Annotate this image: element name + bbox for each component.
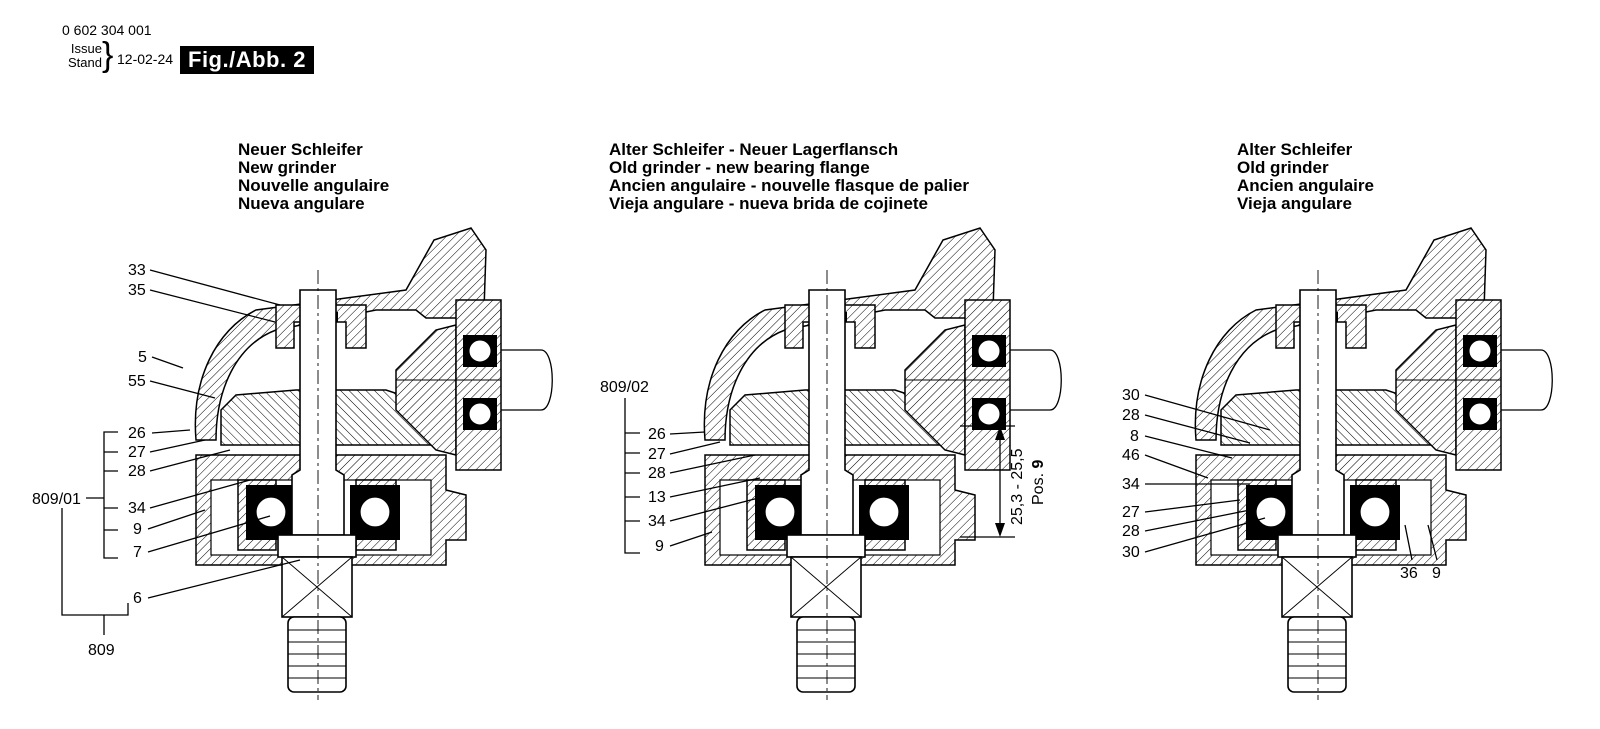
panel-2-title-line: Ancien angulaire - nouvelle flasque de p… [609,176,969,195]
panel-3-title-line: Vieja angulare [1237,194,1352,213]
dimension-note: Pos. 9 [1030,460,1047,505]
dimension-note-prefix: Pos. [1030,473,1047,505]
callout: 34 [648,513,666,530]
callout: 809/02 [600,379,649,396]
callout: 30 [1122,387,1140,404]
issue-label: Issue [70,41,102,56]
callout: 34 [1122,476,1140,493]
callout: 9 [1432,565,1441,582]
callout: 27 [648,446,666,463]
callout: 34 [128,500,146,517]
assembly-new-grinder [194,227,554,701]
issue-date: 12-02-24 [117,51,174,67]
panel-1-title-line: Neuer Schleifer [238,140,363,159]
callout: 28 [1122,407,1140,424]
callout: 28 [1122,523,1140,540]
callout: 7 [133,544,142,561]
panel-3-callouts: 30 28 8 46 34 27 28 30 36 9 [1122,387,1441,582]
panel-1-title-line: Nouvelle angulaire [238,176,390,195]
stand-label: Stand [68,55,102,70]
issue-stand-label: Issue Stand [62,42,102,70]
callout: 36 [1400,565,1418,582]
panel-2-title: Alter Schleifer - Neuer Lagerflansch Old… [609,141,969,213]
panel-1-title-line: Nueva angulare [238,194,365,213]
callout: 55 [128,373,146,390]
panel-2-title-line: Alter Schleifer - Neuer Lagerflansch [609,140,899,159]
assembly-old-grinder-new-flange [703,227,1063,701]
dimension-value: 25,3 - 25,5 [1009,448,1026,525]
dimension-note-pos: 9 [1030,460,1047,469]
callout: 5 [138,349,147,366]
brace: } [102,36,114,74]
callout: 30 [1122,544,1140,561]
callout: 809/01 [32,491,81,508]
callout: 809 [88,642,115,659]
panel-2-callouts: 809/02 26 27 28 13 34 9 25,3 - 25,5 Pos.… [600,379,1047,555]
callout: 26 [648,426,666,443]
figure-label: Fig./Abb. 2 [180,46,314,74]
callout: 6 [133,590,142,607]
callout: 8 [1130,428,1139,445]
callout: 28 [128,463,146,480]
callout: 9 [655,538,664,555]
callout: 26 [128,425,146,442]
panel-3-title-line: Ancien angulaire [1237,176,1374,195]
callout: 33 [128,262,146,279]
panel-2-title-line: Vieja angulare - nueva brida de cojinete [609,194,929,213]
panel-1-callouts: 33 35 5 55 26 27 28 809/01 34 9 7 6 809 [32,262,301,659]
callout: 46 [1122,447,1140,464]
panel-3-title-line: Alter Schleifer [1237,140,1353,159]
assembly-old-grinder [1194,227,1554,701]
callout: 9 [133,521,142,538]
part-number: 0 602 304 001 [62,22,152,38]
callout: 27 [1122,504,1140,521]
panel-1-title-line: New grinder [238,158,337,177]
callout: 13 [648,489,666,506]
callout: 35 [128,282,146,299]
panel-2-title-line: Old grinder - new bearing flange [609,158,870,177]
panel-1-title: Neuer Schleifer New grinder Nouvelle ang… [238,141,389,213]
callout: 27 [128,444,146,461]
callout: 28 [648,465,666,482]
panel-3-title: Alter Schleifer Old grinder Ancien angul… [1237,141,1374,213]
panel-3-title-line: Old grinder [1237,158,1329,177]
